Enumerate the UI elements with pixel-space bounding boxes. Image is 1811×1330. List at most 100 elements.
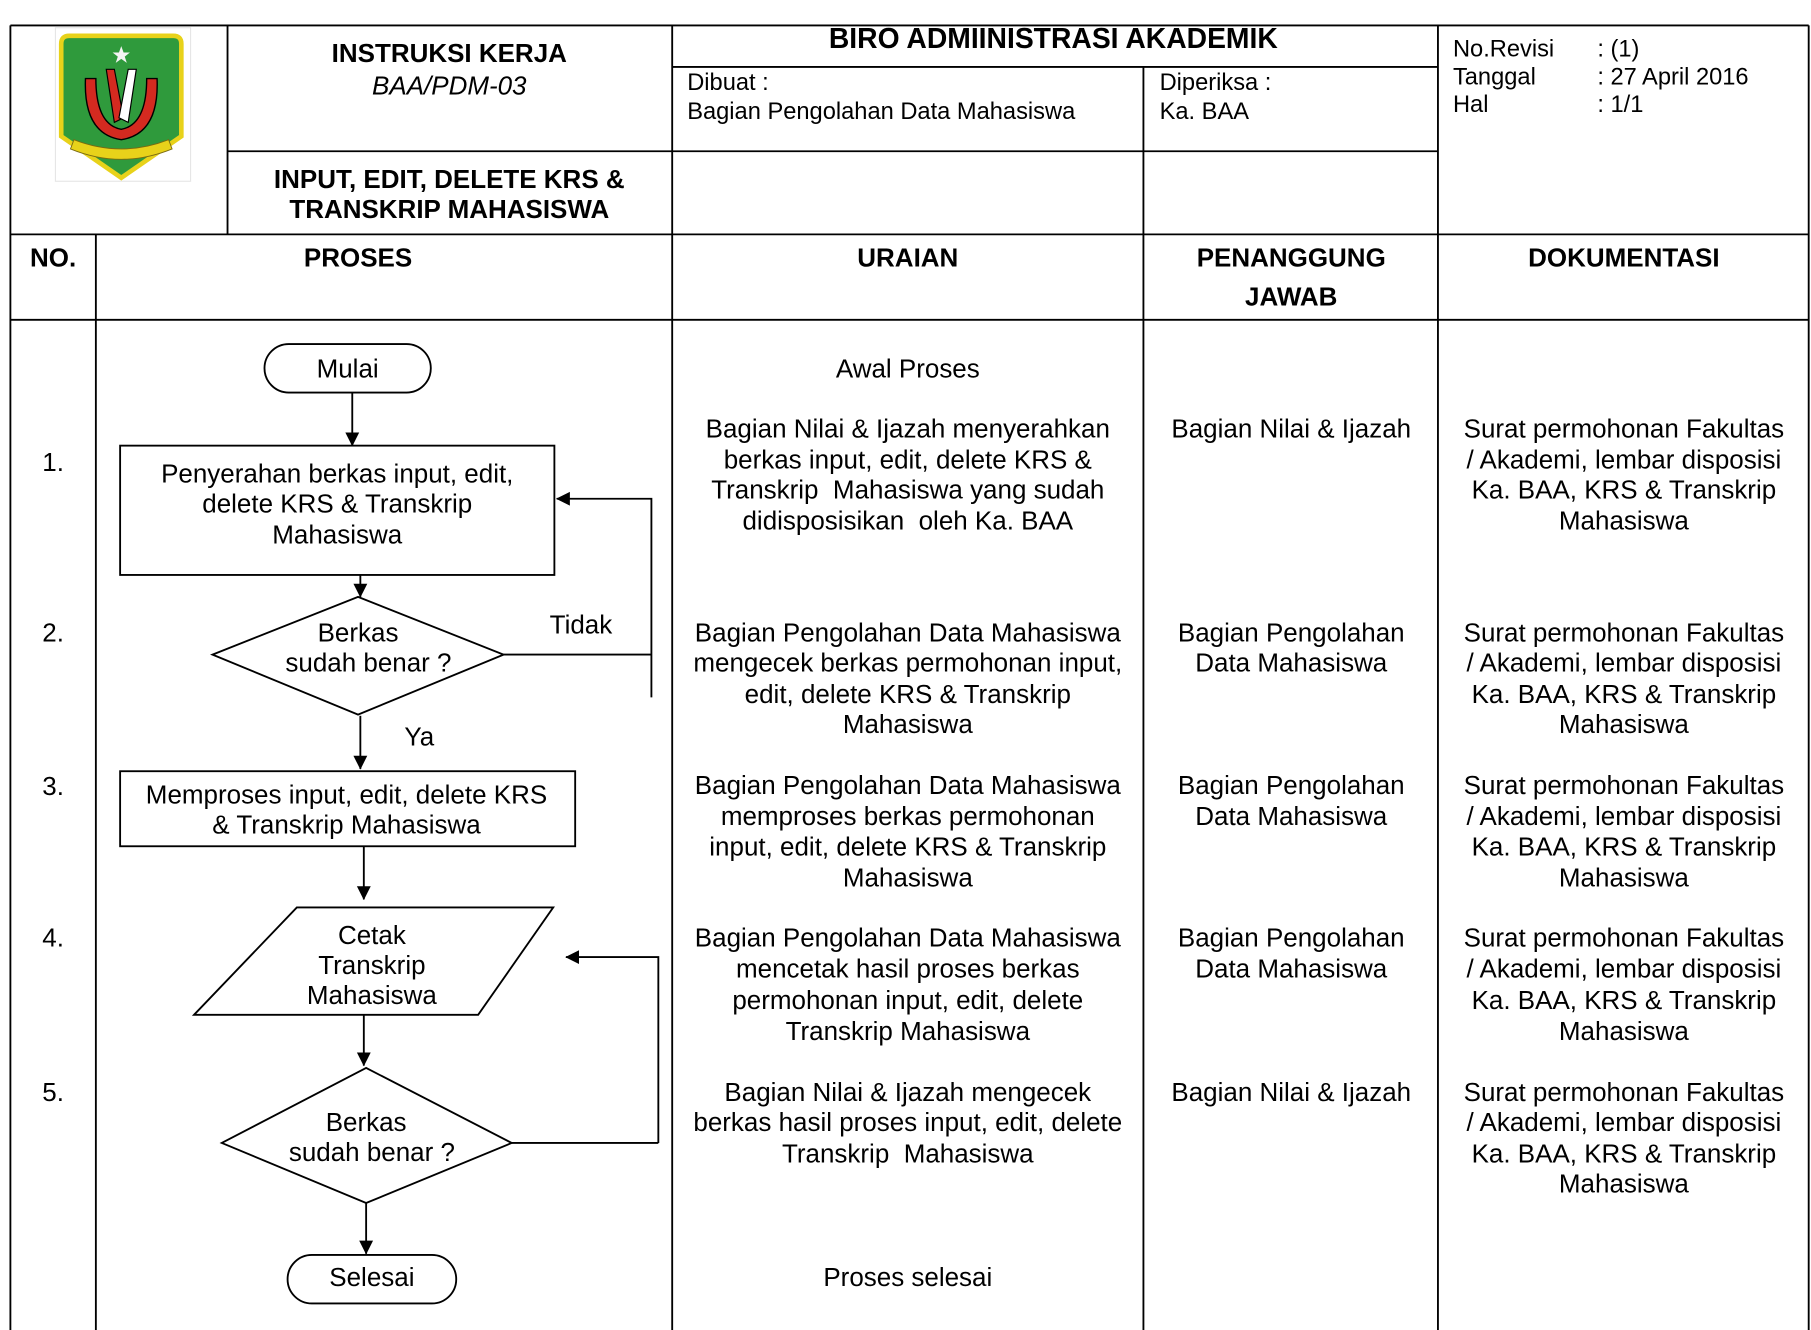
doc-line: Mahasiswa	[1559, 1016, 1689, 1046]
doc-line: / Akademi, lembar disposisi	[1467, 954, 1782, 984]
step-number: 3.	[42, 771, 64, 801]
uraian-line: permohonan input, edit, delete	[732, 985, 1083, 1015]
step-number: 4.	[42, 922, 64, 952]
pj-line: Data Mahasiswa	[1195, 648, 1388, 678]
logo-flame-right	[118, 68, 137, 124]
uraian-line: Transkrip Mahasiswa	[786, 1016, 1031, 1046]
uraian-line: mengecek berkas permohonan input,	[693, 648, 1122, 678]
uraian-line: memproses berkas permohonan	[721, 801, 1095, 831]
doc-line: Mahasiswa	[1559, 1168, 1689, 1198]
university-logo	[54, 27, 192, 182]
checked-by-value: Ka. BAA	[1160, 99, 1250, 125]
flow-no-label: Tidak	[550, 610, 614, 640]
meta-value-revision: : (1)	[1597, 37, 1639, 63]
uraian-line: Bagian Nilai & Ijazah mengecek	[724, 1077, 1092, 1107]
step-numbers: 1. 2. 3. 4. 5.	[42, 447, 64, 1107]
flow-print-label: Mahasiswa	[307, 980, 437, 1010]
column-header-no: NO.	[30, 242, 76, 272]
pj-column: Bagian Nilai & Ijazah Bagian Pengolahan …	[1171, 413, 1411, 1107]
logo-frame	[54, 27, 192, 182]
step-number: 1.	[42, 447, 64, 477]
flow-print-label: Transkrip	[318, 950, 425, 980]
flow-print-label: Cetak	[338, 920, 407, 950]
made-by-value: Bagian Pengolahan Data Mahasiswa	[687, 99, 1076, 125]
column-header-uraian: URAIAN	[857, 242, 958, 272]
made-by-label: Dibuat :	[687, 70, 769, 96]
flow-decision2-label: sudah benar ?	[289, 1137, 455, 1167]
pj-line: Bagian Pengolahan	[1178, 922, 1405, 952]
flow-end-label: Selesai	[329, 1262, 414, 1292]
doc-line: Ka. BAA, KRS & Transkrip	[1472, 831, 1777, 861]
uraian-start: Awal Proses	[836, 353, 980, 383]
doc-line: Mahasiswa	[1559, 709, 1689, 739]
uraian-line: Bagian Nilai & Ijazah menyerahkan	[706, 413, 1110, 443]
doc-line: / Akademi, lembar disposisi	[1467, 801, 1782, 831]
doc-line: Mahasiswa	[1559, 506, 1689, 536]
meta-label-date: Tanggal	[1453, 64, 1536, 90]
doc-title-line: TRANSKRIP MAHASISWA	[289, 194, 609, 224]
flow-step1-label: Mahasiswa	[272, 520, 402, 550]
column-header-pj: PENANGGUNG	[1197, 242, 1386, 272]
doc-line: Ka. BAA, KRS & Transkrip	[1472, 475, 1777, 505]
step-number: 5.	[42, 1077, 64, 1107]
flow-yes-label: Ya	[404, 722, 434, 752]
doc-line: / Akademi, lembar disposisi	[1467, 444, 1782, 474]
doc-line: Ka. BAA, KRS & Transkrip	[1472, 1138, 1777, 1168]
flow-end-terminator	[286, 1254, 458, 1305]
meta-value-date: : 27 April 2016	[1597, 64, 1748, 90]
flow-decision1-label: Berkas	[318, 618, 399, 648]
dokumentasi-column: Surat permohonan Fakultas / Akademi, lem…	[1464, 413, 1785, 1198]
document-header: INSTRUKSI KERJA BAA/PDM-03 INPUT, EDIT, …	[274, 22, 1749, 224]
doc-line: Surat permohonan Fakultas	[1464, 413, 1785, 443]
checked-by-label: Diperiksa :	[1160, 70, 1272, 96]
uraian-line: Bagian Pengolahan Data Mahasiswa	[695, 922, 1122, 952]
flow-start-terminator	[263, 343, 432, 394]
doc-line: Surat permohonan Fakultas	[1464, 1077, 1785, 1107]
flow-loop-back-arrow	[556, 491, 653, 698]
logo-ribbon	[69, 139, 173, 160]
flow-print-parallelogram	[191, 906, 556, 1016]
meta-label-page: Hal	[1453, 92, 1489, 118]
flow-step3-label: & Transkrip Mahasiswa	[212, 809, 481, 839]
doc-line: Surat permohonan Fakultas	[1464, 922, 1785, 952]
doc-line: Ka. BAA, KRS & Transkrip	[1472, 679, 1777, 709]
pj-line: Bagian Pengolahan	[1178, 770, 1405, 800]
uraian-line: berkas input, edit, delete KRS &	[724, 444, 1092, 474]
flow-decision2-label: Berkas	[326, 1107, 407, 1137]
flow-step1-box	[119, 444, 556, 576]
doc-title-line: INPUT, EDIT, DELETE KRS &	[274, 164, 625, 194]
bureau-name: BIRO ADMIINISTRASI AKADEMIK	[829, 22, 1278, 54]
uraian-line: mencetak hasil proses berkas	[736, 954, 1080, 984]
flow-decision1-diamond	[210, 595, 507, 716]
meta-label-revision: No.Revisi	[1453, 37, 1554, 63]
pj-line: Bagian Nilai & Ijazah	[1171, 413, 1411, 443]
doc-code: BAA/PDM-03	[372, 70, 527, 100]
uraian-line: Transkrip Mahasiswa	[782, 1138, 1034, 1168]
doc-line: / Akademi, lembar disposisi	[1467, 1107, 1782, 1137]
logo-cup-emblem	[84, 77, 158, 141]
column-headers: NO. PROSES URAIAN PENANGGUNG JAWAB DOKUM…	[30, 242, 1720, 311]
doc-line: / Akademi, lembar disposisi	[1467, 648, 1782, 678]
uraian-column: Awal Proses Bagian Nilai & Ijazah menyer…	[693, 353, 1122, 1292]
doc-line: Mahasiswa	[1559, 862, 1689, 892]
table-grid	[9, 24, 1810, 1330]
flow-decision2-diamond	[219, 1066, 514, 1205]
step-number: 2.	[42, 618, 64, 648]
flow-step3-label: Memproses input, edit, delete KRS	[146, 779, 547, 809]
uraian-line: Mahasiswa	[843, 862, 973, 892]
uraian-line: edit, delete KRS & Transkrip	[745, 679, 1071, 709]
flow-loop-back-arrow	[565, 950, 660, 1143]
flow-start-label: Mulai	[317, 353, 379, 383]
uraian-line: Transkrip Mahasiswa yang sudah	[711, 475, 1104, 505]
column-header-dokumentasi: DOKUMENTASI	[1528, 242, 1719, 272]
meta-value-page: : 1/1	[1597, 92, 1643, 118]
uraian-line: Bagian Pengolahan Data Mahasiswa	[695, 770, 1122, 800]
pj-line: Data Mahasiswa	[1195, 954, 1388, 984]
uraian-line: input, edit, delete KRS & Transkrip	[709, 831, 1106, 861]
uraian-line: Bagian Pengolahan Data Mahasiswa	[695, 618, 1122, 648]
process-flowchart: Mulai Penyerahan berkas input, edit, del…	[119, 343, 660, 1305]
pj-line: Bagian Pengolahan	[1178, 618, 1405, 648]
flow-step1-label: delete KRS & Transkrip	[202, 488, 472, 518]
doc-line: Surat permohonan Fakultas	[1464, 770, 1785, 800]
